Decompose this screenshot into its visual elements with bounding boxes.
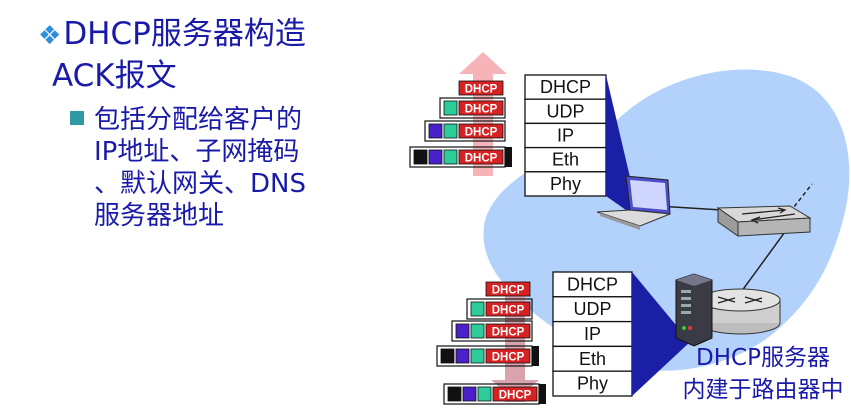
- packet-label: DHCP: [492, 305, 525, 317]
- server-layer-label: Eth: [579, 349, 606, 369]
- laptop-icon: [596, 175, 671, 230]
- diamond-bullet-icon: ❖: [38, 21, 62, 51]
- packet: DHCP: [485, 281, 531, 297]
- description-line-4: 服务器地址: [94, 201, 225, 231]
- server-caption-line-1: DHCP服务器: [696, 345, 830, 371]
- server-stack-connector: [632, 272, 690, 396]
- slide-title: ❖DHCP服务器构造 ACK报文: [38, 14, 306, 96]
- packet-label: DHCP: [465, 153, 498, 165]
- client-layer-phy: Phy: [524, 171, 607, 197]
- client-packets: DHCP DHCP DHCP DHCP: [409, 80, 512, 168]
- packet: DHCP: [424, 120, 506, 142]
- title-line-2: ACK报文: [52, 58, 177, 94]
- server-layer-label: UDP: [573, 299, 611, 319]
- title-line-1: ❖DHCP服务器构造: [38, 16, 306, 52]
- server-caption: DHCP服务器 内建于路由器中: [668, 342, 851, 406]
- client-layer-ip: IP: [524, 122, 607, 149]
- description-line-2: IP地址、子网掩码: [94, 137, 300, 167]
- client-layer-eth: Eth: [524, 146, 607, 173]
- packet-label: DHCP: [492, 352, 525, 364]
- client-layer-udp: UDP: [524, 98, 607, 125]
- server-layer-label: Phy: [577, 374, 608, 394]
- description-text: 包括分配给客户的 IP地址、子网掩码 、默认网关、DNS 服务器地址: [94, 104, 306, 232]
- packet: DHCP: [451, 320, 533, 342]
- client-layer-label: IP: [557, 126, 574, 146]
- server-tower-icon: [675, 273, 713, 347]
- square-bullet-icon: [70, 111, 84, 125]
- server-layer-label: IP: [584, 324, 601, 344]
- server-layer-eth: Eth: [552, 345, 633, 372]
- packet-label: DHCP: [465, 84, 498, 96]
- server-layer-phy: Phy: [552, 370, 633, 397]
- description-line-1: 包括分配给客户的: [94, 105, 303, 135]
- server-layer-ip: IP: [552, 320, 633, 348]
- client-layer-label: Phy: [550, 174, 581, 194]
- packet-label: DHCP: [499, 390, 532, 402]
- client-layer-dhcp: DHCP: [524, 74, 607, 100]
- packet: DHCP: [458, 80, 504, 96]
- packet: DHCP: [409, 146, 512, 168]
- router-icon: [699, 288, 781, 335]
- client-layer-label: UDP: [546, 101, 584, 121]
- packet-label: DHCP: [492, 285, 525, 297]
- server-layer-udp: UDP: [552, 296, 633, 323]
- server-caption-line-2: 内建于路由器中: [682, 377, 844, 403]
- packet-label: DHCP: [465, 127, 498, 139]
- packet: DHCP: [443, 383, 546, 405]
- server-packets: DHCP DHCP DHCP DHCP DHCP: [436, 281, 546, 405]
- server-layer-label: DHCP: [567, 274, 618, 294]
- description-line-3: 、默认网关、DNS: [94, 169, 306, 199]
- switch-icon: [716, 205, 812, 237]
- packet: DHCP: [466, 298, 533, 320]
- packet: DHCP: [436, 345, 539, 367]
- server-layer-dhcp: DHCP: [552, 271, 633, 298]
- packet-label: DHCP: [465, 104, 498, 116]
- client-layer-label: DHCP: [540, 77, 591, 97]
- link-switch-antenna: [789, 183, 813, 213]
- client-layer-label: Eth: [552, 150, 579, 170]
- packet: DHCP: [439, 97, 506, 119]
- packet-label: DHCP: [492, 327, 525, 339]
